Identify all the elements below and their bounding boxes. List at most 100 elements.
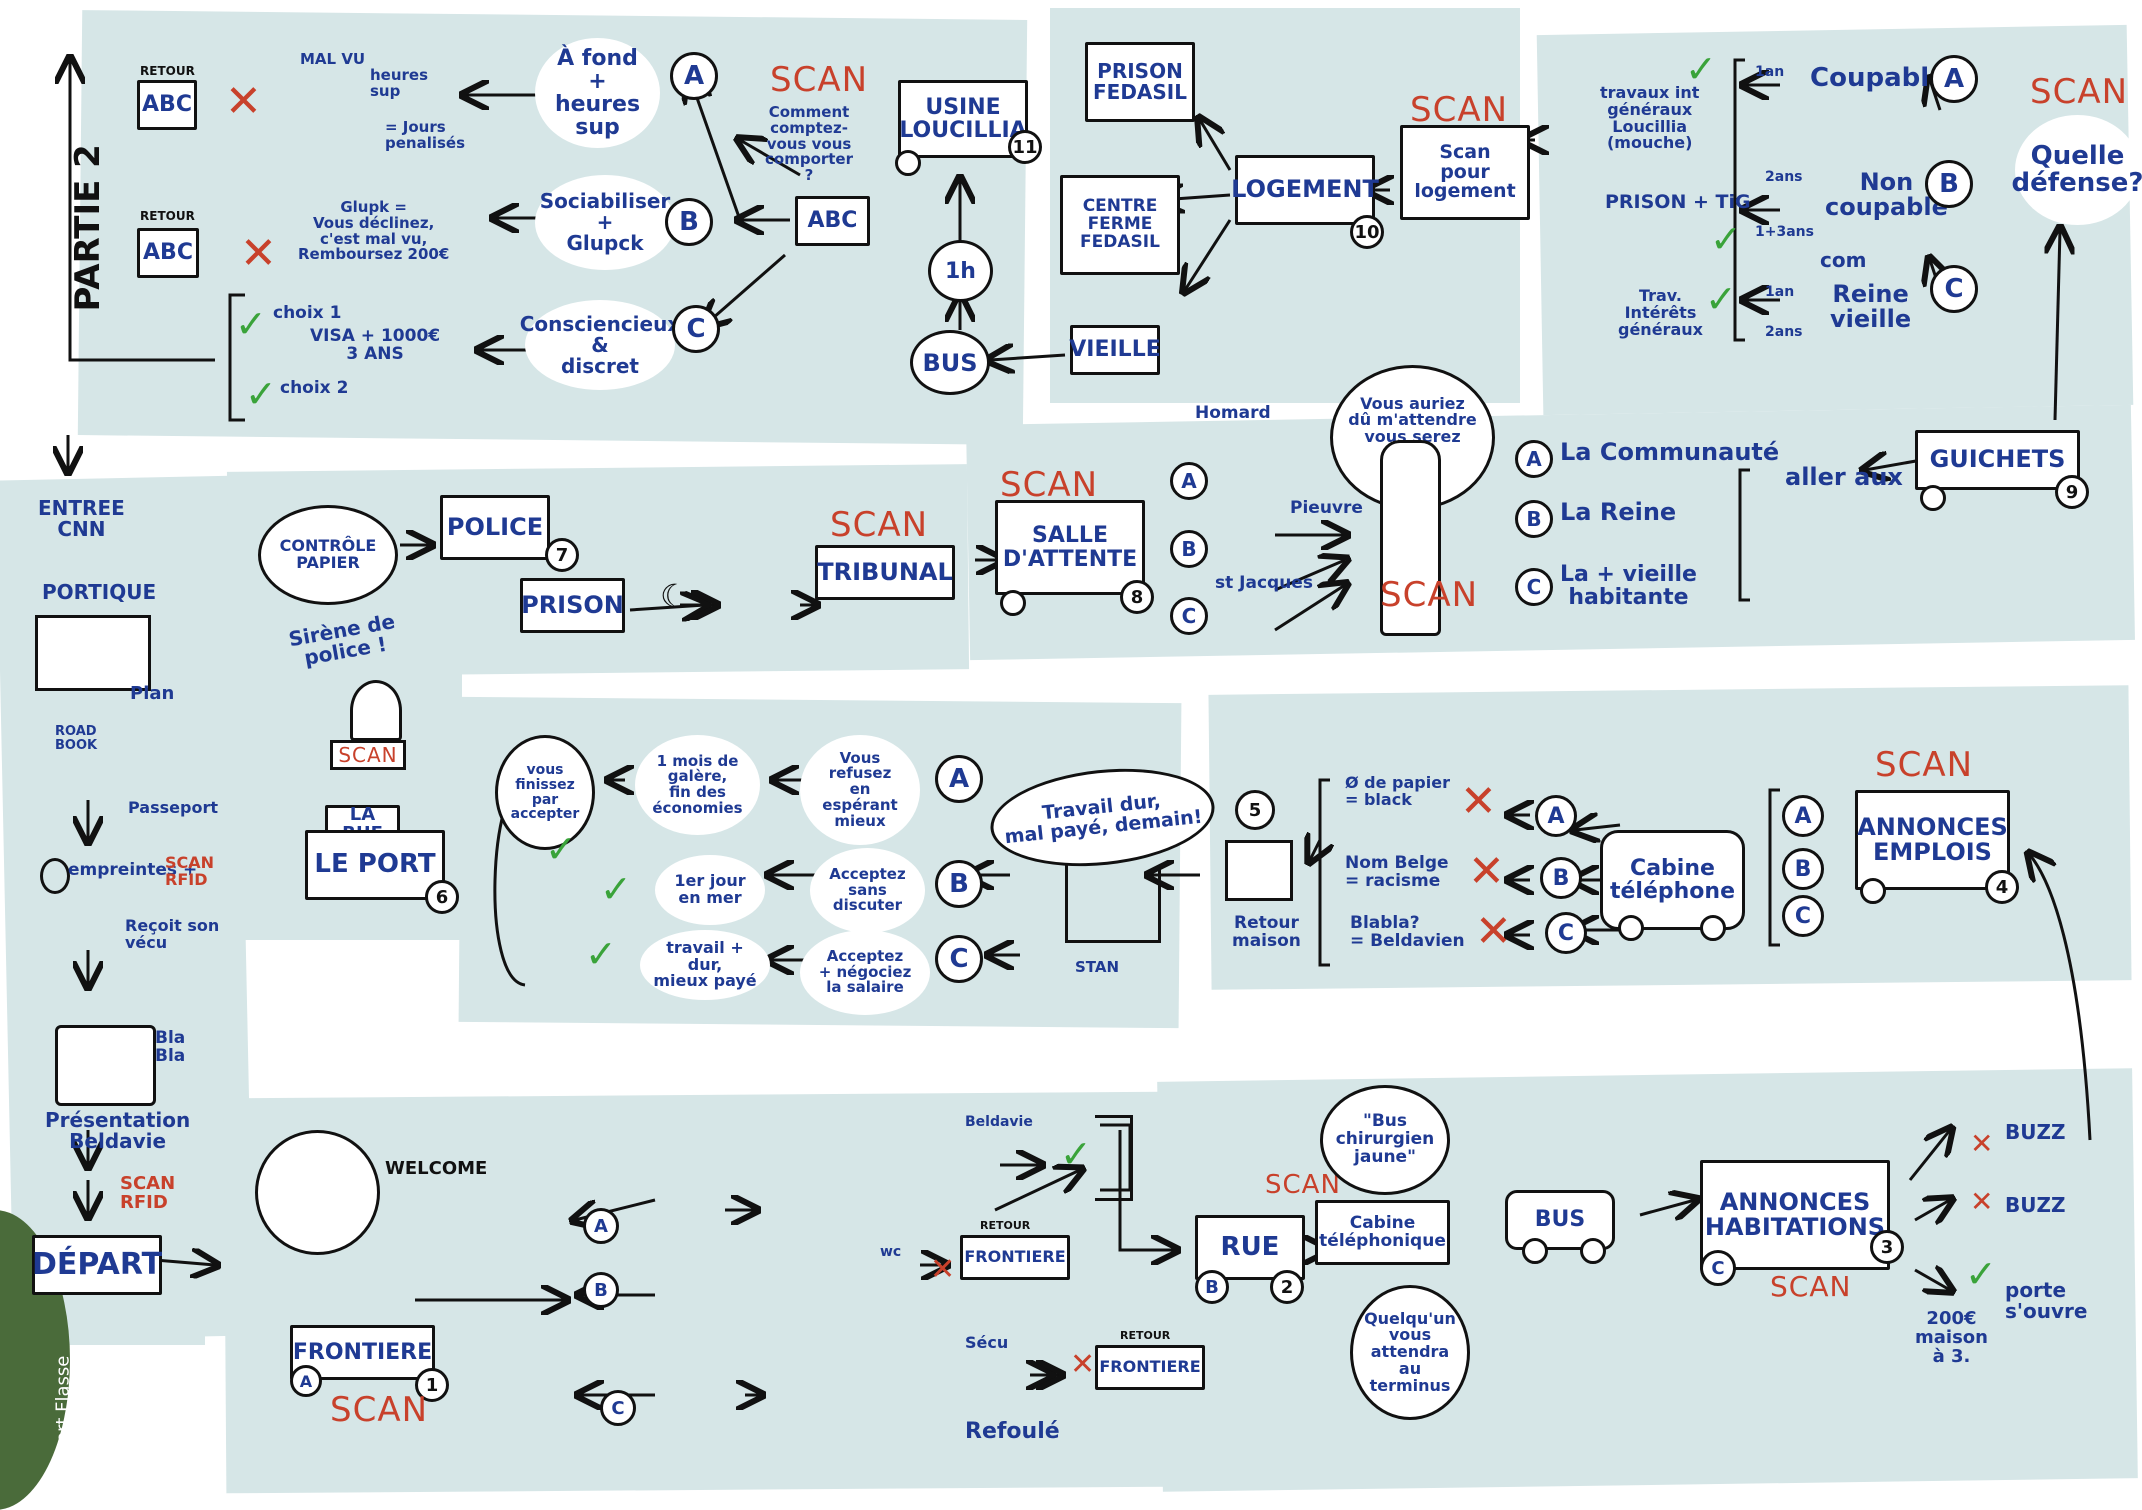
jury-c-circle[interactable]: C <box>1515 568 1553 606</box>
prison-tig: PRISON + TiG <box>1605 191 1751 213</box>
cross-icon-papier: ✕ <box>1460 776 1497 827</box>
cabine-telephonique-node[interactable]: Cabine téléphonique <box>1315 1200 1450 1265</box>
defense-c-circle[interactable]: C <box>1930 265 1978 313</box>
abc-retour-1[interactable]: ABC <box>137 80 197 130</box>
phone-a-circle[interactable]: A <box>1535 795 1577 837</box>
bus-circle[interactable]: BUS <box>910 330 990 395</box>
scan-logement-node[interactable]: Scan pour logement <box>1400 125 1530 220</box>
check-icon-generaux: ✓ <box>1705 277 1737 321</box>
duration-1an-b: 1an <box>1765 284 1795 300</box>
work-c-circle[interactable]: C <box>935 935 983 983</box>
jury-b-circle[interactable]: B <box>1515 500 1553 538</box>
police-node[interactable]: POLICE <box>440 495 550 560</box>
option-b-circle[interactable]: B <box>665 198 713 246</box>
annonce-a-circle[interactable]: A <box>1782 795 1824 837</box>
cabine-telephone-node[interactable]: Cabine téléphone <box>1600 830 1745 930</box>
logement-node[interactable]: LOGEMENT <box>1231 155 1379 225</box>
defense-a-circle[interactable]: A <box>1930 55 1978 103</box>
heures-sup: heures sup <box>370 66 429 100</box>
scan-label-port: SCAN <box>330 740 406 770</box>
scan-rfid-label: SCAN RFID <box>165 853 215 889</box>
option-c-circle[interactable]: C <box>672 305 720 353</box>
reine-label: La Reine <box>1560 498 1677 526</box>
option-a-circle[interactable]: A <box>670 52 718 100</box>
annonces-emplois-node[interactable]: ANNONCES EMPLOIS <box>1855 790 2010 890</box>
abc-retour-2[interactable]: ABC <box>137 228 199 278</box>
entree-label: ENTREE CNN <box>38 496 125 541</box>
judge-a-circle[interactable]: A <box>1170 462 1208 500</box>
usine-node[interactable]: USINE LOUCILLIA <box>898 80 1028 158</box>
cross-icon-buzz-2: ✕ <box>1970 1185 1994 1218</box>
rue-node[interactable]: RUE <box>1195 1215 1305 1280</box>
stan-label: STAN <box>1075 958 1120 976</box>
nom-belge-label: Nom Belge = racisme <box>1345 853 1449 891</box>
abc-node[interactable]: ABC <box>795 196 870 246</box>
presentation-label: Présentation Beldavie <box>45 1108 191 1153</box>
centre-ferme-node[interactable]: CENTRE FERME FEDASIL <box>1060 175 1180 275</box>
frontiere-node[interactable]: FRONTIERE <box>290 1325 435 1380</box>
phone-c-circle[interactable]: C <box>1545 912 1587 954</box>
fingerprint-icon <box>40 858 70 894</box>
judge-b-circle[interactable]: B <box>1170 530 1208 568</box>
usine-number: 11 <box>1008 130 1042 164</box>
cross-icon-2: ✕ <box>240 228 277 279</box>
homard-label: Homard <box>1195 403 1271 423</box>
negociez-bubble: Acceptez + négociez la salaire <box>800 930 930 1015</box>
travail-plus-bubble: travail + dur, mieux payé <box>640 930 770 1000</box>
salle-attente-node[interactable]: SALLE D'ATTENTE <box>995 500 1145 595</box>
annonce-c-circle[interactable]: C <box>1782 895 1824 937</box>
scan-label-salle: SCAN <box>1000 465 1099 505</box>
entry-b-circle[interactable]: B <box>583 1272 619 1308</box>
cabine-wheel-2 <box>1700 915 1726 941</box>
annonces-habitations-node[interactable]: ANNONCES HABITATIONS <box>1700 1160 1890 1270</box>
acceptez-bubble: Acceptez sans discuter <box>810 848 925 933</box>
attendra-bubble: Quelqu'un vous attendra au terminus <box>1350 1285 1470 1420</box>
quelle-defense-bubble[interactable]: Quelle défense? <box>2012 115 2142 225</box>
defense-b-circle[interactable]: B <box>1925 160 1973 208</box>
entry-c-circle[interactable]: C <box>600 1390 636 1426</box>
aller-aux-label: aller aux <box>1785 463 1903 491</box>
entry-a-circle[interactable]: A <box>583 1208 619 1244</box>
depart-node[interactable]: DÉPART <box>32 1235 162 1295</box>
scan-label-judge: SCAN <box>1380 575 1479 615</box>
annonce-b-circle[interactable]: B <box>1782 848 1824 890</box>
option-c-bubble[interactable]: Consciencieux & discret <box>520 300 680 390</box>
tribunal-node[interactable]: TRIBUNAL <box>815 545 955 600</box>
guichets-node[interactable]: GUICHETS <box>1915 430 2080 490</box>
road-book-label: ROAD BOOK <box>55 724 98 753</box>
frontiere-retour-node[interactable]: FRONTIERE <box>960 1235 1070 1280</box>
maison-number: 5 <box>1235 790 1275 830</box>
police-number: 7 <box>545 538 579 572</box>
work-b-circle[interactable]: B <box>935 860 983 908</box>
cabine-wheel-1 <box>1618 915 1644 941</box>
glupk-note: Glupk = Vous déclinez, c'est mal vu, Rem… <box>298 198 450 264</box>
retour-label-1: RETOUR <box>140 64 195 78</box>
le-port-node[interactable]: LE PORT <box>305 830 445 900</box>
retour-maison: Retour maison <box>1232 913 1301 951</box>
pieuvre-label: Pieuvre <box>1290 498 1363 518</box>
option-b-bubble[interactable]: Sociabiliser + Glupck <box>535 175 675 270</box>
cross-icon-refoule: ✕ <box>1070 1347 1096 1382</box>
guichets-wheel <box>1920 485 1946 511</box>
coupable: Coupable <box>1810 63 1947 93</box>
recoit-label: Reçoit son vécu <box>125 916 220 952</box>
frontiere-a-circle: A <box>290 1365 322 1397</box>
com-label: com <box>1820 248 1867 272</box>
phone-b-circle[interactable]: B <box>1540 857 1582 899</box>
judge-c-circle[interactable]: C <box>1170 597 1208 635</box>
check-icon-porte: ✓ <box>1965 1252 1997 1296</box>
frontiere-refoule-node[interactable]: FRONTIERE <box>1095 1345 1205 1390</box>
mal-vu: MAL VU <box>300 50 366 68</box>
prison-node[interactable]: PRISON <box>520 578 625 633</box>
work-a-circle[interactable]: A <box>935 755 983 803</box>
empreintes-label: empreintes + <box>68 860 198 880</box>
vieille-node[interactable]: VIEILLE <box>1069 325 1161 375</box>
option-a-bubble[interactable]: À fond + heures sup <box>535 38 660 148</box>
prison-fedasil-node[interactable]: PRISON FEDASIL <box>1085 42 1195 122</box>
moon-icon: ☾ <box>660 577 689 615</box>
portique-icon <box>35 615 151 691</box>
part-title: PARTIE 2 <box>67 144 108 312</box>
annonces-wheel <box>1860 878 1886 904</box>
jury-a-circle[interactable]: A <box>1515 440 1553 478</box>
scan-label-usine: SCAN <box>770 60 869 100</box>
